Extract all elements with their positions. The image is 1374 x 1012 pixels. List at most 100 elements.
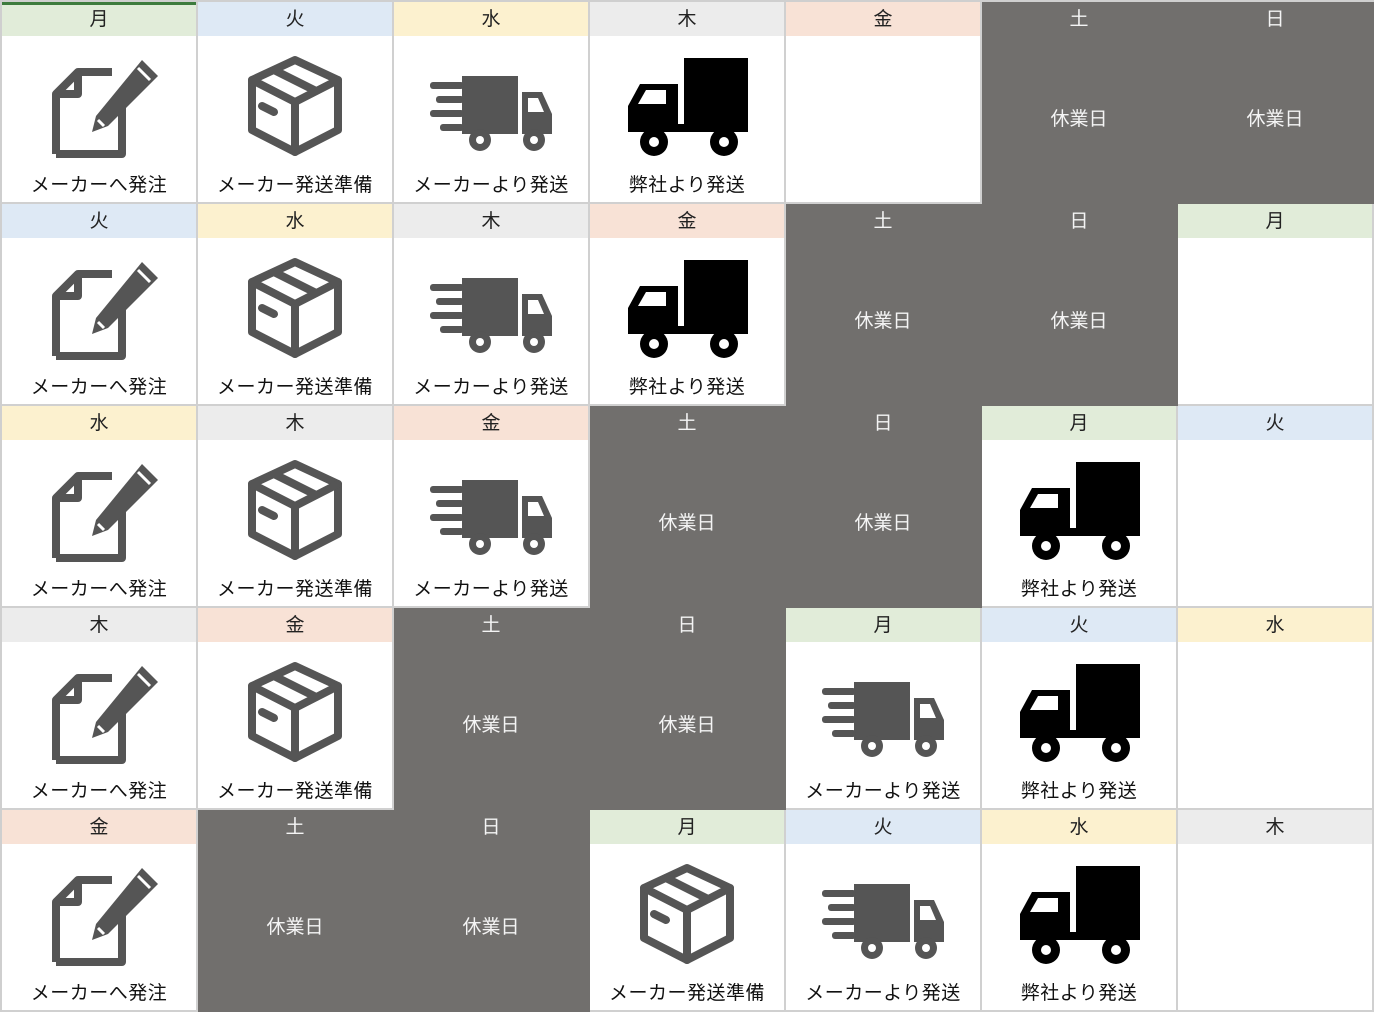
weekday-header: 土 (677, 412, 697, 434)
step-label: 弊社より発送 (1020, 982, 1138, 1004)
schedule-cell: 火 メーカーへ発注 (2, 204, 198, 406)
step-label: 弊社より発送 (1020, 780, 1138, 802)
weekday-header: 木 (1178, 810, 1372, 844)
schedule-cell: 火 メーカー発送準備 (198, 2, 394, 204)
schedule-cell: 木 メーカー発送準備 (198, 406, 394, 608)
holiday-label: 休業日 (1050, 310, 1108, 332)
weekday-header: 火 (1178, 406, 1372, 440)
step-label: 弊社より発送 (1020, 578, 1138, 600)
edit-pencil-icon (34, 660, 164, 764)
package-box-icon (230, 256, 360, 360)
holiday-label: 休業日 (1050, 108, 1108, 130)
schedule-cell: 水 メーカーへ発注 (2, 406, 198, 608)
weekday-header: 木 (590, 2, 784, 36)
weekday-header: 水 (394, 2, 588, 36)
delivery-truck-icon (622, 256, 752, 360)
holiday-cell: 土休業日 (198, 810, 394, 1012)
delivery-truck-icon (1014, 660, 1144, 764)
schedule-cell: 水 メーカー発送準備 (198, 204, 394, 406)
holiday-label: 休業日 (266, 916, 324, 938)
weekday-header: 水 (2, 406, 196, 440)
package-box-icon (230, 54, 360, 158)
weekday-header: 土 (1069, 8, 1089, 30)
weekday-header: 火 (198, 2, 392, 36)
package-box-icon (230, 660, 360, 764)
holiday-label: 休業日 (462, 916, 520, 938)
delivery-truck-icon (1014, 862, 1144, 966)
schedule-cell: 月 メーカーより発送 (786, 608, 982, 810)
holiday-cell: 土休業日 (786, 204, 982, 406)
holiday-cell: 日休業日 (394, 810, 590, 1012)
step-label: メーカーへ発注 (30, 174, 168, 196)
schedule-cell: 火 メーカーより発送 (786, 810, 982, 1012)
edit-pencil-icon (34, 54, 164, 158)
weekday-header: 金 (2, 810, 196, 844)
schedule-cell: 水 メーカーより発送 (394, 2, 590, 204)
holiday-cell: 日休業日 (786, 406, 982, 608)
weekday-header: 日 (873, 412, 893, 434)
step-label: 弊社より発送 (628, 376, 746, 398)
fast-delivery-truck-icon (426, 54, 556, 158)
edit-pencil-icon (34, 862, 164, 966)
holiday-label: 休業日 (462, 714, 520, 736)
weekday-header: 土 (873, 210, 893, 232)
weekday-header: 月 (786, 608, 980, 642)
schedule-cell: 木 (1178, 810, 1374, 1012)
step-label: メーカー発送準備 (608, 982, 765, 1004)
schedule-cell: 月 メーカー発送準備 (590, 810, 786, 1012)
holiday-cell: 土休業日 (394, 608, 590, 810)
delivery-truck-icon (622, 54, 752, 158)
schedule-cell: 月 弊社より発送 (982, 406, 1178, 608)
holiday-label: 休業日 (854, 310, 912, 332)
weekday-header: 木 (2, 608, 196, 642)
package-box-icon (622, 862, 752, 966)
weekday-header: 日 (677, 614, 697, 636)
weekday-header: 火 (786, 810, 980, 844)
step-label: メーカーより発送 (413, 578, 569, 600)
step-label: メーカーへ発注 (30, 376, 168, 398)
weekday-header: 月 (2, 2, 196, 36)
edit-pencil-icon (34, 458, 164, 562)
schedule-cell: 水 弊社より発送 (982, 810, 1178, 1012)
schedule-cell: 木 メーカーへ発注 (2, 608, 198, 810)
schedule-cell: 木 弊社より発送 (590, 2, 786, 204)
weekday-header: 金 (198, 608, 392, 642)
weekday-header: 木 (394, 204, 588, 238)
weekday-header: 日 (1069, 210, 1089, 232)
holiday-cell: 日休業日 (590, 608, 786, 810)
edit-pencil-icon (34, 256, 164, 360)
package-box-icon (230, 458, 360, 562)
step-label: メーカー発送準備 (216, 376, 373, 398)
schedule-cell: 木 メーカーより発送 (394, 204, 590, 406)
schedule-cell: 火 弊社より発送 (982, 608, 1178, 810)
holiday-cell: 土休業日 (982, 2, 1178, 204)
holiday-label: 休業日 (854, 512, 912, 534)
step-label: メーカー発送準備 (216, 174, 373, 196)
weekday-header: 水 (198, 204, 392, 238)
fast-delivery-truck-icon (426, 256, 556, 360)
schedule-cell: 金 (786, 2, 982, 204)
fast-delivery-truck-icon (818, 660, 948, 764)
step-label: メーカーより発送 (413, 376, 569, 398)
fast-delivery-truck-icon (818, 862, 948, 966)
step-label: メーカー発送準備 (216, 578, 373, 600)
weekday-header: 月 (590, 810, 784, 844)
weekday-header: 日 (1265, 8, 1285, 30)
schedule-cell: 金 メーカーへ発注 (2, 810, 198, 1012)
weekday-header: 火 (982, 608, 1176, 642)
holiday-cell: 土休業日 (590, 406, 786, 608)
weekday-header: 日 (481, 816, 501, 838)
schedule-cell: 月 メーカーへ発注 (2, 2, 198, 204)
fast-delivery-truck-icon (426, 458, 556, 562)
weekday-header: 月 (1178, 204, 1372, 238)
step-label: メーカー発送準備 (216, 780, 373, 802)
step-label: メーカーへ発注 (30, 982, 168, 1004)
weekday-header: 金 (394, 406, 588, 440)
step-label: メーカーより発送 (413, 174, 569, 196)
weekday-header: 水 (1178, 608, 1372, 642)
weekday-header: 月 (982, 406, 1176, 440)
schedule-cell: 金 メーカー発送準備 (198, 608, 394, 810)
schedule-cell: 金 メーカーより発送 (394, 406, 590, 608)
delivery-truck-icon (1014, 458, 1144, 562)
step-label: メーカーより発送 (805, 780, 961, 802)
